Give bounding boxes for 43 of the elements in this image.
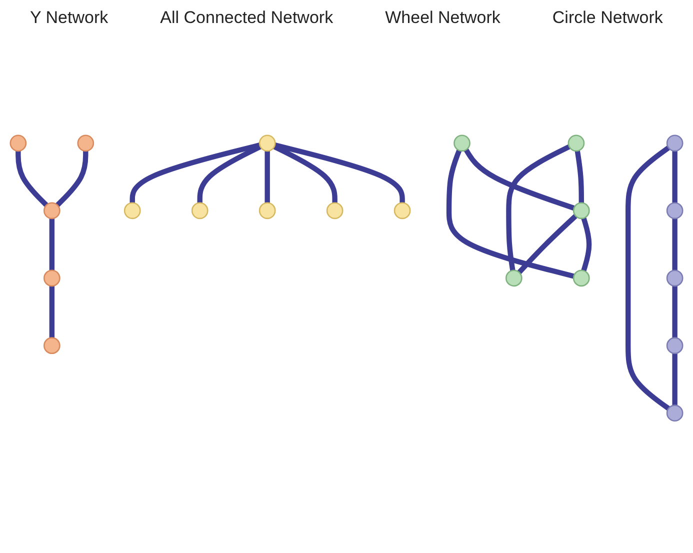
node-ellipse	[43, 202, 60, 219]
node-ellipse	[394, 202, 411, 219]
node-ellipse	[77, 134, 94, 152]
connector	[517, 214, 578, 274]
node-ellipse	[505, 270, 522, 286]
node-ellipse	[191, 202, 208, 219]
node-ellipse	[43, 270, 60, 286]
connector	[16, 150, 48, 207]
connector	[464, 148, 575, 210]
node-ellipse	[666, 134, 684, 152]
node-ellipse	[666, 202, 684, 219]
connector	[672, 150, 678, 203]
node-ellipse	[666, 404, 684, 422]
node-ellipse	[258, 202, 276, 219]
connector	[574, 150, 584, 203]
node-ellipse	[10, 134, 27, 152]
network-title: Y Network	[30, 8, 108, 28]
connector	[274, 142, 405, 203]
connector	[672, 218, 678, 270]
connector	[56, 150, 88, 207]
node-ellipse	[124, 202, 141, 219]
connector	[49, 286, 54, 338]
network-title: Circle Network	[552, 8, 663, 28]
connector	[626, 145, 670, 410]
node-ellipse	[666, 270, 684, 286]
node-ellipse	[572, 270, 590, 286]
node-ellipse	[326, 202, 344, 219]
node-ellipse	[258, 134, 276, 152]
connector	[446, 149, 574, 279]
node-ellipse	[572, 202, 590, 219]
network-title: Wheel Network	[385, 8, 500, 28]
node-ellipse	[43, 337, 60, 354]
connector	[49, 218, 54, 270]
connector	[506, 144, 570, 271]
node-ellipse	[666, 337, 684, 354]
connector	[264, 150, 270, 203]
node-ellipse	[454, 134, 470, 152]
connector	[130, 142, 260, 203]
node-ellipse	[568, 134, 585, 152]
connector	[672, 353, 678, 406]
connector	[581, 217, 592, 272]
connector	[672, 286, 678, 338]
network-title: All Connected Network	[160, 8, 334, 28]
